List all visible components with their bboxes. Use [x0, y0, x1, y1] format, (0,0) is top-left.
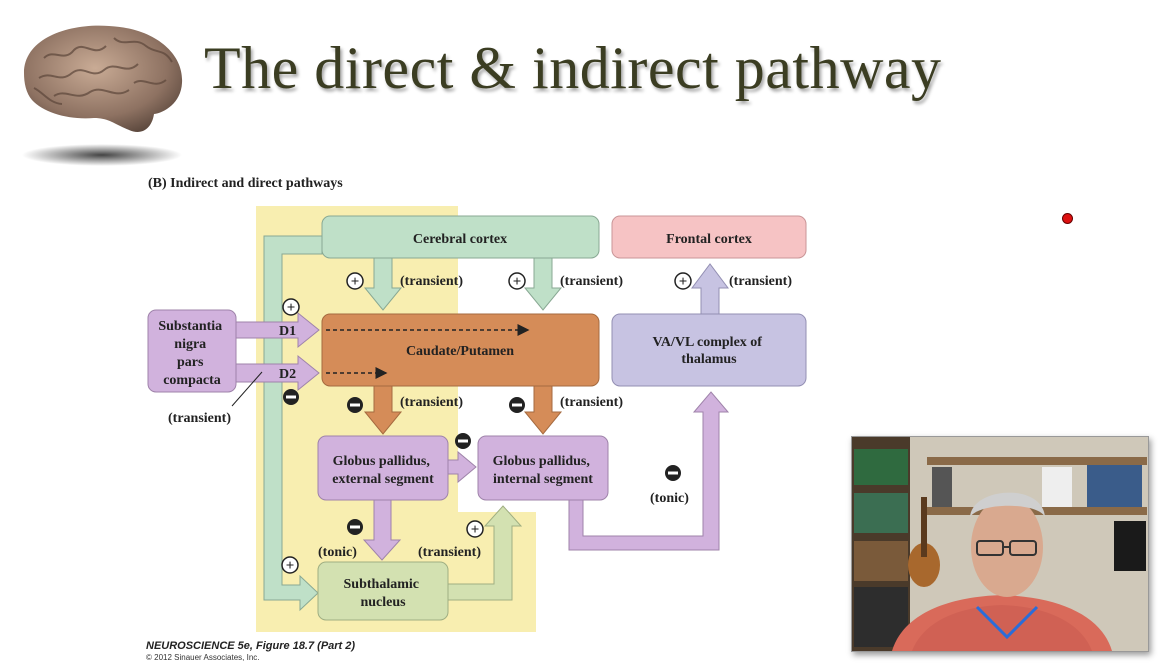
plus-sign-6: +: [281, 556, 299, 574]
plus-sign-4-text: +: [287, 300, 296, 316]
node-thalamus-label: VA/VL complex of thalamus: [653, 335, 766, 367]
plus-sign-1: +: [346, 272, 364, 290]
gpe-to-stn-arrow: [362, 499, 402, 561]
plus-sign-2-text: +: [513, 274, 522, 290]
cortex-to-striatum-arrow-1: [363, 257, 403, 311]
cortex-to-striatum-arrow-2: [523, 257, 563, 311]
node-substantia-nigra-label: Substantia nigra pars compacta: [158, 319, 225, 388]
nigra-line-1: Substantia: [158, 319, 222, 334]
figure-copyright: © 2012 Sinauer Associates, Inc.: [146, 653, 260, 662]
label-transient-1: (transient): [400, 274, 463, 289]
nigra-line-3: pars: [177, 355, 204, 370]
plus-sign-4: +: [282, 298, 300, 316]
stn-to-gpi-arrow: [447, 505, 523, 601]
node-gp-external-label: Globus pallidus, external segment: [332, 454, 434, 487]
plus-sign-3: +: [674, 272, 692, 290]
plus-sign-3-text: +: [679, 274, 688, 290]
node-frontal-cortex: [611, 215, 807, 259]
plus-sign-2: +: [508, 272, 526, 290]
node-gp-internal-label: Globus pallidus, internal segment: [493, 454, 594, 487]
node-caudate-putamen-label: Caudate/Putamen: [406, 344, 514, 359]
gpe-line-1: Globus pallidus,: [333, 454, 430, 469]
gpe-to-gpi-arrow: [447, 450, 477, 484]
stn-line-2: nucleus: [360, 595, 406, 610]
presenter-video-frame: [852, 437, 1148, 651]
label-transient-7: (transient): [418, 545, 481, 560]
gpi-line-1: Globus pallidus,: [493, 454, 590, 469]
label-transient-5: (transient): [560, 395, 623, 410]
plus-sign-6-text: +: [286, 558, 295, 574]
striatum-to-gpe-arrow: [363, 385, 403, 435]
transient-leader-line: [231, 371, 263, 407]
panel-label: (B) Indirect and direct pathways: [148, 176, 343, 191]
label-tonic-2: (tonic): [318, 545, 357, 560]
plus-sign-1-text: +: [351, 274, 360, 290]
node-cerebral-cortex-label: Cerebral cortex: [413, 232, 507, 247]
d2-label: D2: [279, 367, 296, 382]
node-thalamus: [611, 313, 807, 387]
minus-sign-6: [347, 519, 363, 535]
d1-arrow: [235, 311, 320, 349]
node-caudate-putamen: [321, 313, 600, 387]
node-substantia-nigra: [147, 309, 237, 393]
thalamus-line-1: VA/VL complex of: [653, 335, 763, 350]
nigra-line-2: nigra: [174, 337, 206, 352]
striatum-to-gpi-arrow: [523, 385, 563, 435]
node-gp-internal: [477, 435, 609, 501]
thalamus-line-2: thalamus: [681, 352, 737, 367]
gpe-line-2: external segment: [332, 472, 434, 487]
stn-line-1: Subthalamic: [344, 577, 419, 592]
plus-sign-5-text: +: [471, 522, 480, 538]
label-transient-3: (transient): [729, 274, 792, 289]
label-transient-4: (transient): [400, 395, 463, 410]
node-subthalamic-label: Subthalamic nucleus: [344, 577, 423, 610]
plus-sign-5: +: [466, 520, 484, 538]
figure-caption: NEUROSCIENCE 5e, Figure 18.7 (Part 2): [146, 640, 356, 652]
label-transient-6: (transient): [168, 411, 231, 426]
minus-sign-2: [347, 397, 363, 413]
d2-arrow: [235, 354, 320, 392]
brain-logo: [22, 25, 183, 166]
minus-sign-3: [509, 397, 525, 413]
nigra-line-4: compacta: [163, 373, 221, 388]
thalamus-to-frontal-arrow: [691, 263, 729, 315]
webcam-video-overlay[interactable]: [851, 436, 1149, 652]
label-tonic-1: (tonic): [650, 491, 689, 506]
gpi-to-thalamus-arrow: [568, 391, 730, 551]
minus-sign-1: [283, 389, 299, 405]
minus-sign-4: [455, 433, 471, 449]
d1-label: D1: [279, 324, 296, 339]
slide-title: The direct & indirect pathway: [204, 35, 942, 101]
laser-pointer-dot: [1062, 213, 1073, 224]
label-transient-2: (transient): [560, 274, 623, 289]
node-frontal-cortex-label: Frontal cortex: [666, 232, 752, 247]
gpi-line-2: internal segment: [493, 472, 593, 487]
minus-sign-5: [665, 465, 681, 481]
node-cerebral-cortex: [321, 215, 600, 259]
